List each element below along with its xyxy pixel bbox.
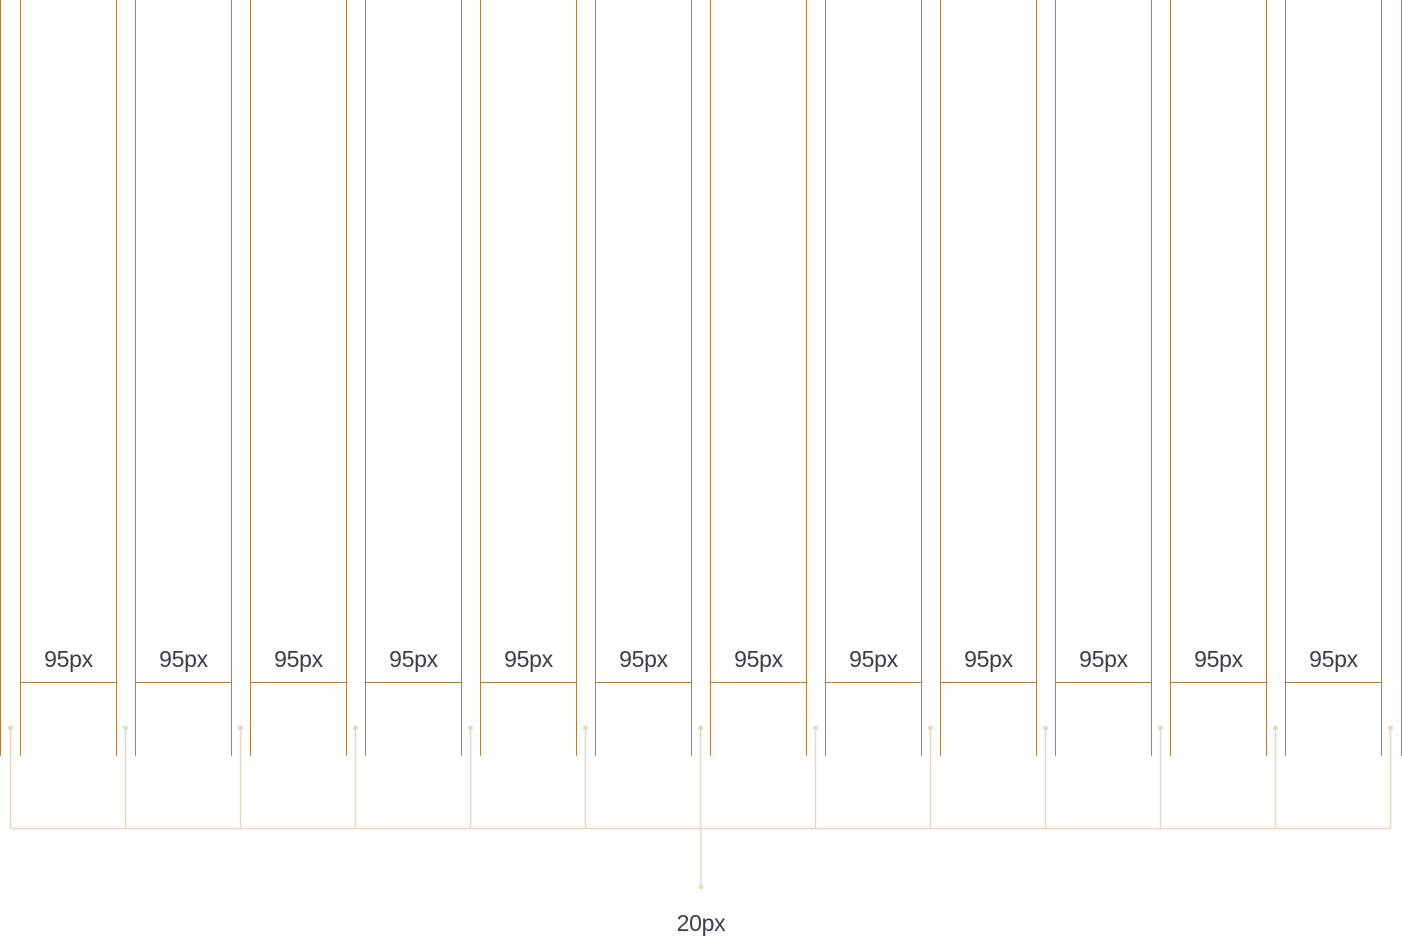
gutter-11-dot [1158,725,1163,731]
column-1-width-label: 95px [44,646,93,672]
gutter-width-label: 20px [677,910,726,936]
gutter-4-dot [353,725,358,731]
column-10-width-label: 95px [1079,646,1128,672]
gutter-6-dot [583,725,588,731]
column-4-width-label: 95px [389,646,438,672]
gutter-12-dot [1273,725,1278,731]
column-8-width-label: 95px [849,646,898,672]
gutter-5-dot [468,725,473,731]
gutter-label-dot [698,884,704,890]
column-12-width-label: 95px [1309,646,1358,672]
gutter-1-dot [8,725,13,731]
column-3-width-label: 95px [274,646,323,672]
column-5-width-label: 95px [504,646,553,672]
column-6-width-label: 95px [619,646,668,672]
gutter-7-dot [698,725,703,731]
gutter-10-dot [1043,725,1048,731]
column-11-width-label: 95px [1194,646,1243,672]
gutter-2-dot [123,725,128,731]
gutter-8-dot [813,725,818,731]
gutter-3-dot [238,725,243,731]
column-2-width-label: 95px [159,646,208,672]
column-7-width-label: 95px [734,646,783,672]
gutter-9-dot [928,725,933,731]
gutter-13-dot [1388,725,1393,731]
column-9-width-label: 95px [964,646,1013,672]
